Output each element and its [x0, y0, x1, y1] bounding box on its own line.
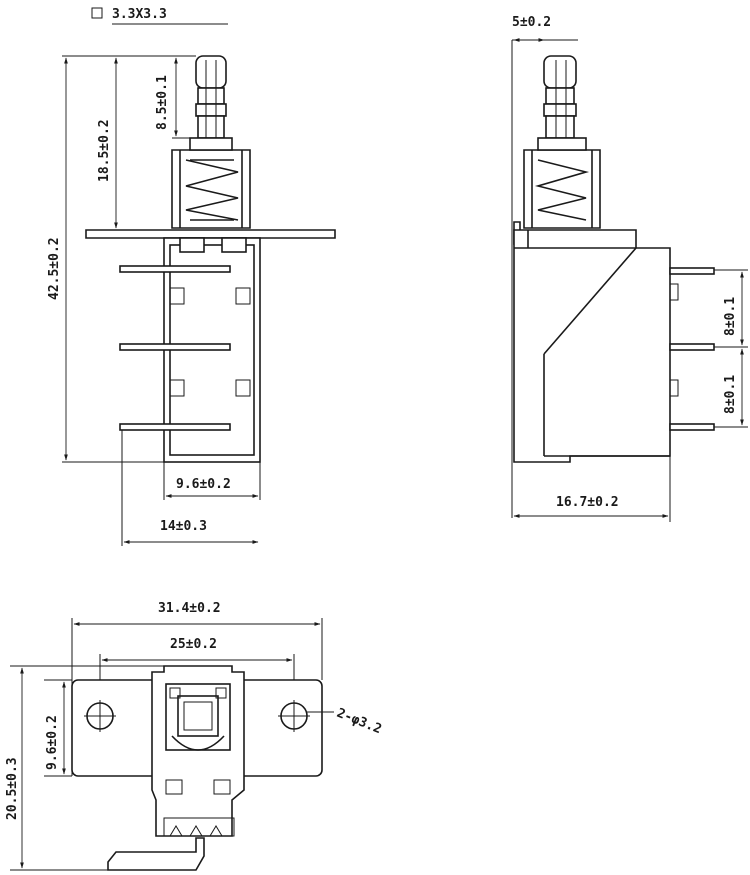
dim-pin-span: 14±0.3 [160, 519, 207, 534]
dim-overall-height: 20.5±0.3 [5, 757, 20, 820]
plunger-cap [195, 55, 227, 139]
bottom-view: 31.4±0.2 25±0.2 2-φ3.2 [5, 601, 384, 871]
dim-bracket-height: 18.5±0.2 [97, 119, 112, 182]
bottom-housing [107, 665, 245, 871]
side-spring [523, 137, 601, 229]
spring [171, 137, 251, 229]
dim-bracket-width: 31.4±0.2 [158, 601, 221, 616]
dim-hole-diameter: 2-φ3.2 [335, 706, 384, 738]
side-view: 5±0.2 [511, 15, 748, 522]
side-housing [513, 221, 679, 463]
side-plunger-cap [543, 55, 577, 139]
dim-bracket-height: 9.6±0.2 [45, 715, 60, 770]
dim-pin-pitch-bottom: 8±0.1 [723, 375, 738, 414]
dim-pin-pitch-top: 8±0.1 [723, 297, 738, 336]
dim-hole-spacing: 25±0.2 [170, 637, 217, 652]
dim-total-height: 42.5±0.2 [47, 237, 62, 300]
solder-pins [119, 265, 231, 431]
side-pins [669, 267, 715, 431]
front-view: 3.3X3.3 [47, 7, 336, 546]
dim-body-width: 9.6±0.2 [176, 477, 231, 492]
dim-cap-height: 8.5±0.1 [155, 75, 170, 130]
dim-cap-offset: 5±0.2 [512, 15, 551, 30]
square-symbol-icon [91, 7, 103, 19]
mounting-bracket [85, 229, 336, 239]
cap-size-label: 3.3X3.3 [112, 7, 167, 22]
dim-body-depth: 16.7±0.2 [556, 495, 619, 510]
